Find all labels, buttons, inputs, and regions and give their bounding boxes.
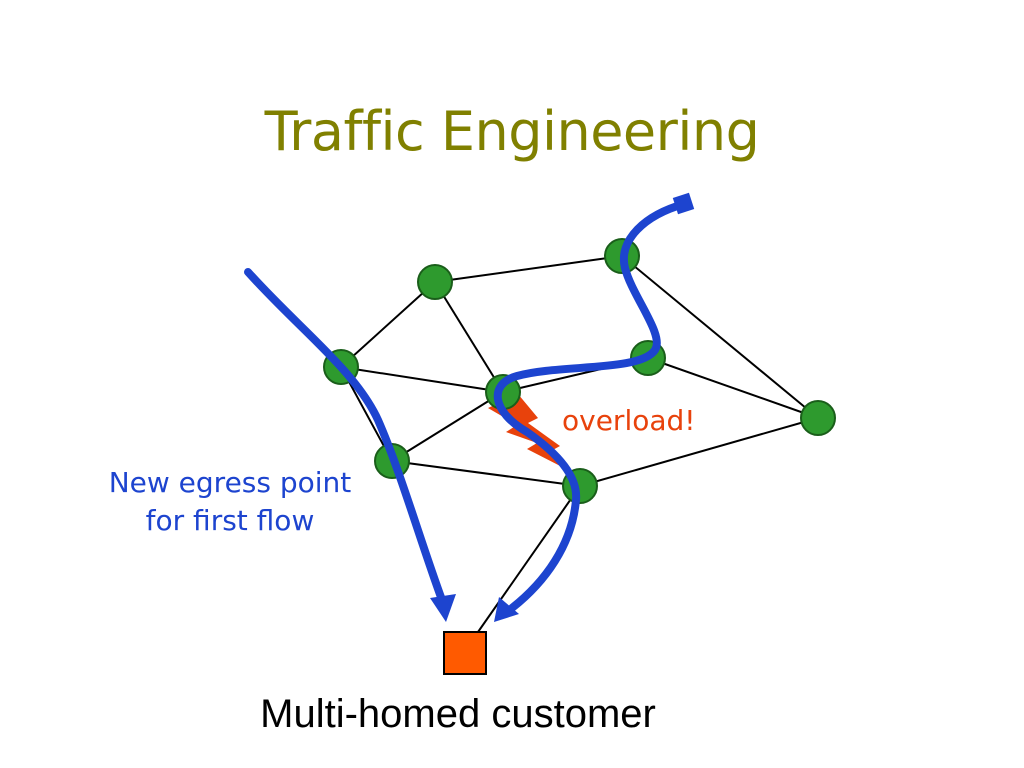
multi-homed-customer-box <box>443 631 487 675</box>
link-a-c <box>340 281 436 368</box>
network-links <box>340 255 819 633</box>
egress-label-line2: for first flow <box>145 504 315 537</box>
second-flow-arrowhead-icon <box>494 597 519 622</box>
second-flow-source-icon <box>672 192 695 215</box>
overload-label: overload! <box>562 404 696 437</box>
link-f-h <box>391 460 581 487</box>
slide-title: Traffic Engineering <box>264 100 760 163</box>
link-c-e <box>340 366 504 393</box>
link-d-g <box>647 357 819 419</box>
link-b-g <box>621 255 819 419</box>
link-h-g <box>579 417 819 487</box>
egress-point-label: New egress point for first flow <box>90 464 370 540</box>
router-node <box>417 264 453 300</box>
router-node <box>800 400 836 436</box>
egress-label-line1: New egress point <box>108 466 352 499</box>
link-h-customer <box>477 485 581 633</box>
link-a-b <box>434 255 623 283</box>
second-flow-path <box>493 200 688 612</box>
link-e-f <box>391 391 504 462</box>
first-flow-path <box>244 268 446 604</box>
customer-label: Multi-homed customer <box>260 692 656 736</box>
first-flow-arrowhead-icon <box>430 594 456 622</box>
link-a-e <box>434 281 504 393</box>
